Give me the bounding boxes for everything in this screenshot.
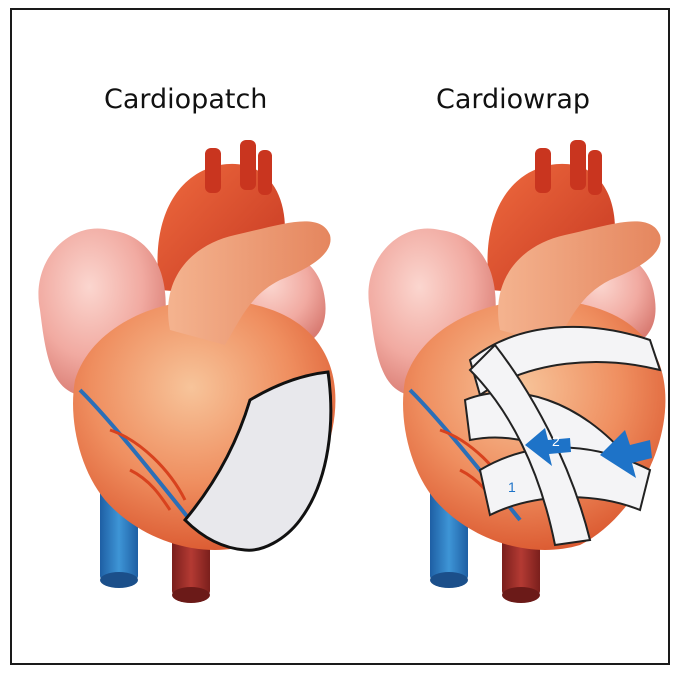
cardiopatch-heart [38,140,335,603]
wrap-marker-2: 2 [552,433,560,449]
wrap-marker-1: 1 [508,479,516,495]
cardiowrap-heart: 1 2 [368,140,665,603]
